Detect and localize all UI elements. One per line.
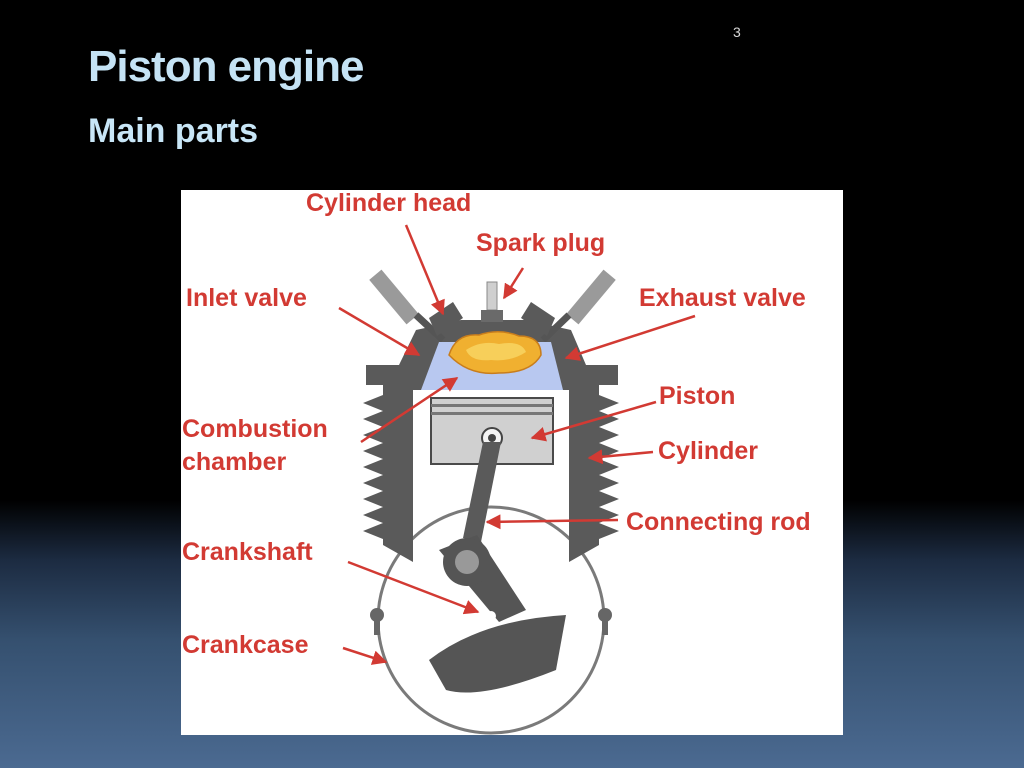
label-arrows bbox=[338, 224, 696, 665]
arrow-crankcase bbox=[342, 646, 388, 665]
arrow-inlet-valve bbox=[338, 306, 421, 357]
label-combustion-line2: chamber bbox=[182, 448, 286, 476]
arrow-spark-plug bbox=[502, 267, 525, 300]
crankcase-shape bbox=[370, 505, 612, 735]
label-cylinder: Cylinder bbox=[658, 437, 758, 465]
crankshaft-shape bbox=[429, 535, 566, 693]
label-spark-plug: Spark plug bbox=[476, 229, 605, 257]
arrow-piston bbox=[530, 400, 657, 442]
connecting-rod-shape bbox=[463, 442, 501, 542]
arrow-cylinder bbox=[587, 449, 654, 465]
exhaust-valve-shape bbox=[521, 269, 616, 343]
label-combustion-line1: Combustion bbox=[182, 415, 328, 443]
arrow-combustion-chamber bbox=[360, 376, 459, 444]
arrow-crankshaft bbox=[347, 560, 480, 615]
spark-plug-shape bbox=[481, 281, 503, 322]
engine-diagram-svg: Cylinder head Spark plug Inlet valve Exh… bbox=[182, 190, 811, 735]
label-cylinder-head: Cylinder head bbox=[306, 190, 471, 217]
inlet-valve-shape bbox=[369, 269, 463, 343]
slide-title: Piston engine bbox=[88, 42, 364, 91]
label-crankshaft: Crankshaft bbox=[182, 538, 313, 566]
arrow-exhaust-valve bbox=[564, 314, 696, 361]
engine-diagram: Cylinder head Spark plug Inlet valve Exh… bbox=[181, 190, 843, 735]
arrow-connecting-rod bbox=[485, 514, 619, 530]
label-crankcase: Crankcase bbox=[182, 631, 309, 659]
label-connecting-rod: Connecting rod bbox=[626, 508, 811, 536]
label-piston: Piston bbox=[659, 382, 735, 410]
label-inlet-valve: Inlet valve bbox=[186, 284, 307, 312]
slide-subtitle: Main parts bbox=[88, 112, 259, 150]
slide-number: 3 bbox=[733, 24, 741, 40]
label-exhaust-valve: Exhaust valve bbox=[639, 284, 806, 312]
arrow-cylinder-head bbox=[404, 224, 445, 316]
